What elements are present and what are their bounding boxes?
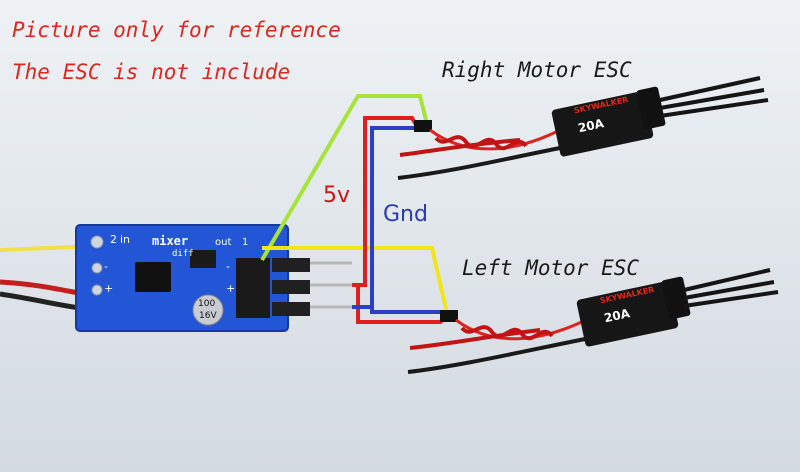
capacitor-voltage: 16V (199, 311, 217, 321)
power-wire-label: 5v (323, 183, 351, 208)
board-in-label: in (120, 233, 130, 246)
board-title: mixer (152, 234, 188, 248)
right-motor-esc-label: Right Motor ESC (442, 58, 632, 82)
board-out-pin-label: 1 (242, 237, 248, 248)
right-esc-rating: 20A (577, 116, 606, 135)
capacitor-value: 100 (198, 299, 215, 309)
board-minus-mark: - (104, 260, 108, 273)
board-out-plus-mark: + (226, 282, 235, 295)
esc-not-included-note: The ESC is not include (12, 60, 291, 84)
board-subtitle: diff (172, 249, 194, 259)
left-esc: SKYWALKER 20A (407, 268, 779, 374)
mixer-board: 2 in mixer diff out 1 + - + - 100 16V (75, 224, 352, 332)
reference-note: Picture only for reference (12, 18, 341, 42)
board-plus-mark: + (104, 282, 113, 295)
board-out-label: out (215, 237, 231, 248)
left-esc-rating: 20A (603, 306, 632, 325)
left-motor-esc-label: Left Motor ESC (462, 256, 640, 280)
board-in-pin-label: 2 (110, 233, 117, 246)
board-out-minus-mark: - (226, 260, 230, 273)
ground-wire-label: Gnd (383, 202, 428, 227)
